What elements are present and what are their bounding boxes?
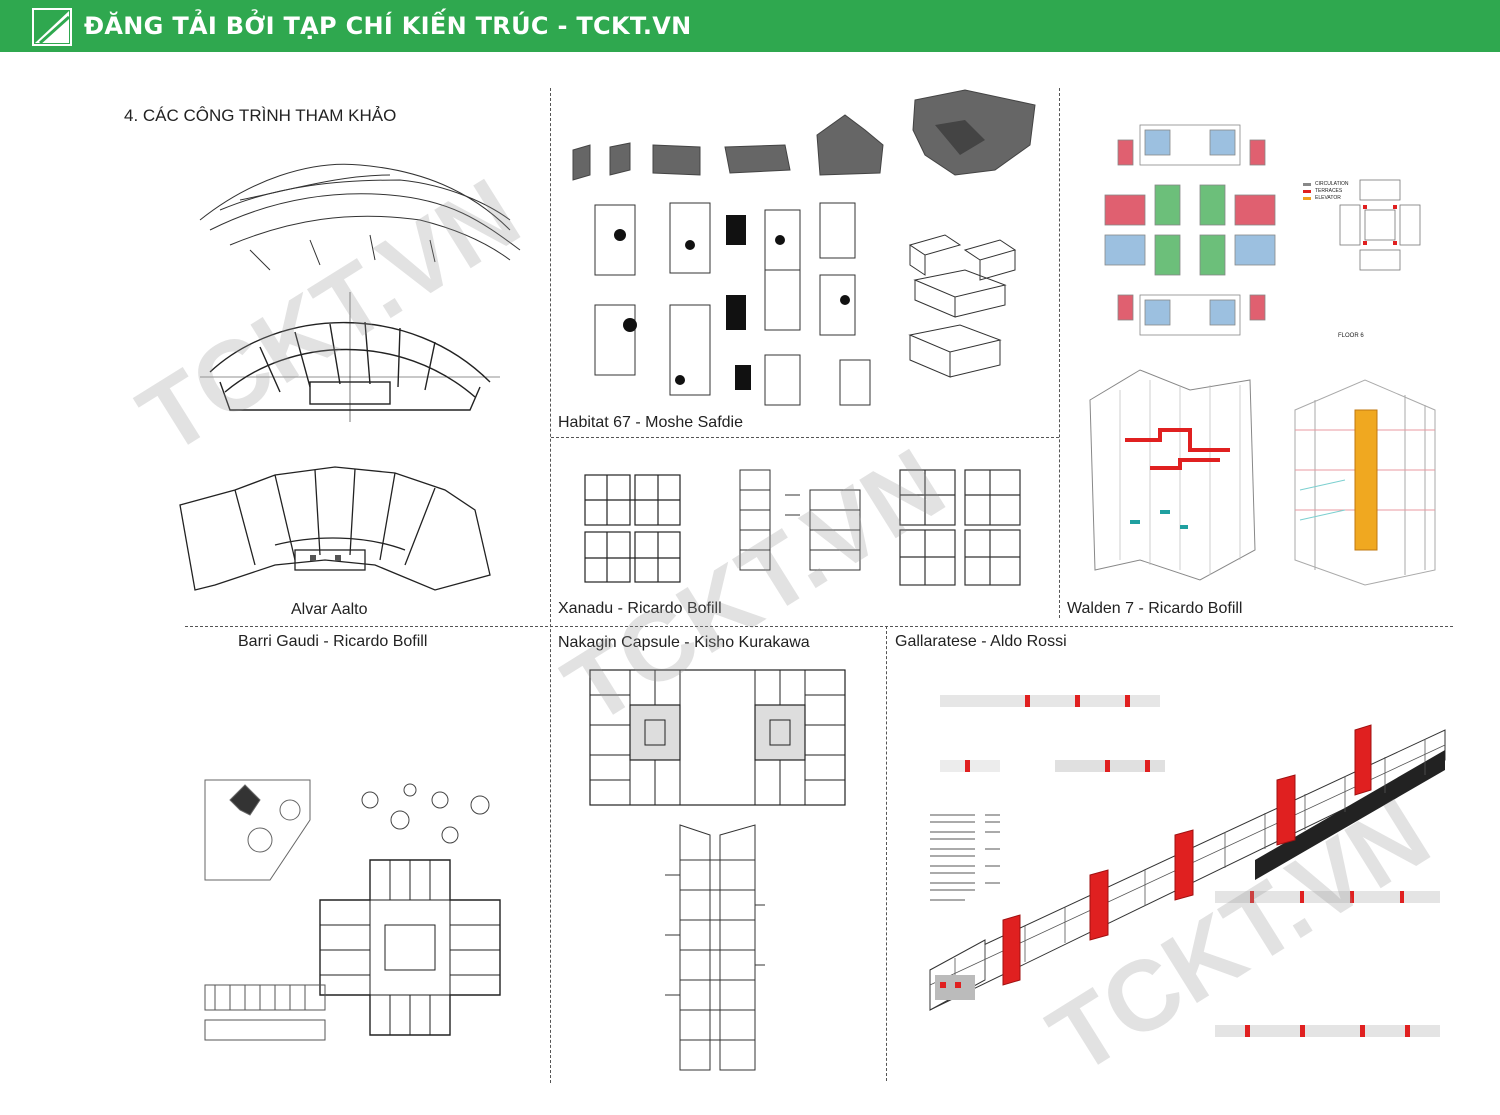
xanadu-floor-plan	[584, 474, 681, 583]
divider-vertical-left	[550, 88, 551, 1083]
walden7-circulation-diagram	[1294, 379, 1436, 586]
tckt-logo-icon	[32, 8, 72, 46]
nakagin-floor-plan	[589, 669, 846, 806]
barri-gaudi-ornaments	[361, 783, 490, 844]
alvar-aalto-sketch	[199, 163, 521, 271]
barri-gaudi-floor-plan	[319, 859, 501, 1036]
barri-gaudi-site-plan	[204, 779, 311, 881]
xanadu-section	[739, 469, 861, 571]
caption-walden-7: Walden 7 - Ricardo Bofill	[1067, 600, 1243, 617]
gallaratese-ground-floor-diagram	[940, 695, 1160, 707]
gallaratese-second-floor-diagram	[1215, 891, 1440, 903]
caption-alvar-aalto: Alvar Aalto	[291, 601, 368, 618]
habitat67-axonometric	[908, 234, 1017, 378]
gallaratese-axonometric	[929, 724, 1446, 1011]
alvar-aalto-plan-2	[179, 466, 491, 591]
walden7-legend-elevator: ELEVATOR	[1315, 195, 1341, 201]
habitat67-unit-plans	[594, 202, 871, 406]
caption-xanadu: Xanadu - Ricardo Bofill	[558, 600, 722, 617]
walden7-floor6-plan	[1339, 179, 1421, 271]
divider-horizontal-middle	[551, 437, 1059, 438]
gallaratese-first-floor-diagram	[940, 760, 1165, 772]
habitat67-massing	[572, 89, 1036, 181]
header-banner: ĐĂNG TẢI BỞI TẠP CHÍ KIẾN TRÚC - TCKT.VN	[0, 0, 1500, 52]
divider-horizontal-main	[185, 626, 1453, 627]
nakagin-section	[665, 824, 765, 1071]
caption-barri-gaudi: Barri Gaudi - Ricardo Bofill	[238, 633, 428, 650]
gallaratese-data-table	[930, 814, 1000, 901]
barri-gaudi-elevations	[204, 984, 326, 1041]
xanadu-unit-plans	[899, 469, 1021, 586]
walden7-axonometric	[1089, 369, 1256, 581]
section-heading: 4. CÁC CÔNG TRÌNH THAM KHẢO	[124, 106, 397, 125]
banner-title: ĐĂNG TẢI BỞI TẠP CHÍ KIẾN TRÚC - TCKT.VN	[84, 12, 692, 40]
walden7-legend-swatches	[1303, 183, 1311, 200]
walden7-floor-plan	[1104, 124, 1276, 336]
gallaratese-bottom-diagram	[1215, 1025, 1440, 1037]
walden7-floor-label: FLOOR 6	[1338, 333, 1364, 339]
caption-habitat-67: Habitat 67 - Moshe Safdie	[558, 414, 743, 431]
caption-nakagin-capsule: Nakagin Capsule - Kisho Kurakawa	[558, 634, 810, 651]
divider-vertical-right-bottom	[886, 626, 887, 1081]
caption-gallaratese: Gallaratese - Aldo Rossi	[895, 633, 1067, 650]
divider-vertical-right-top	[1059, 88, 1060, 618]
walden7-legend-circulation: CIRCULATION	[1315, 181, 1349, 187]
alvar-aalto-plan-1	[200, 292, 500, 422]
walden7-legend-terraces: TERRACES	[1315, 188, 1343, 194]
